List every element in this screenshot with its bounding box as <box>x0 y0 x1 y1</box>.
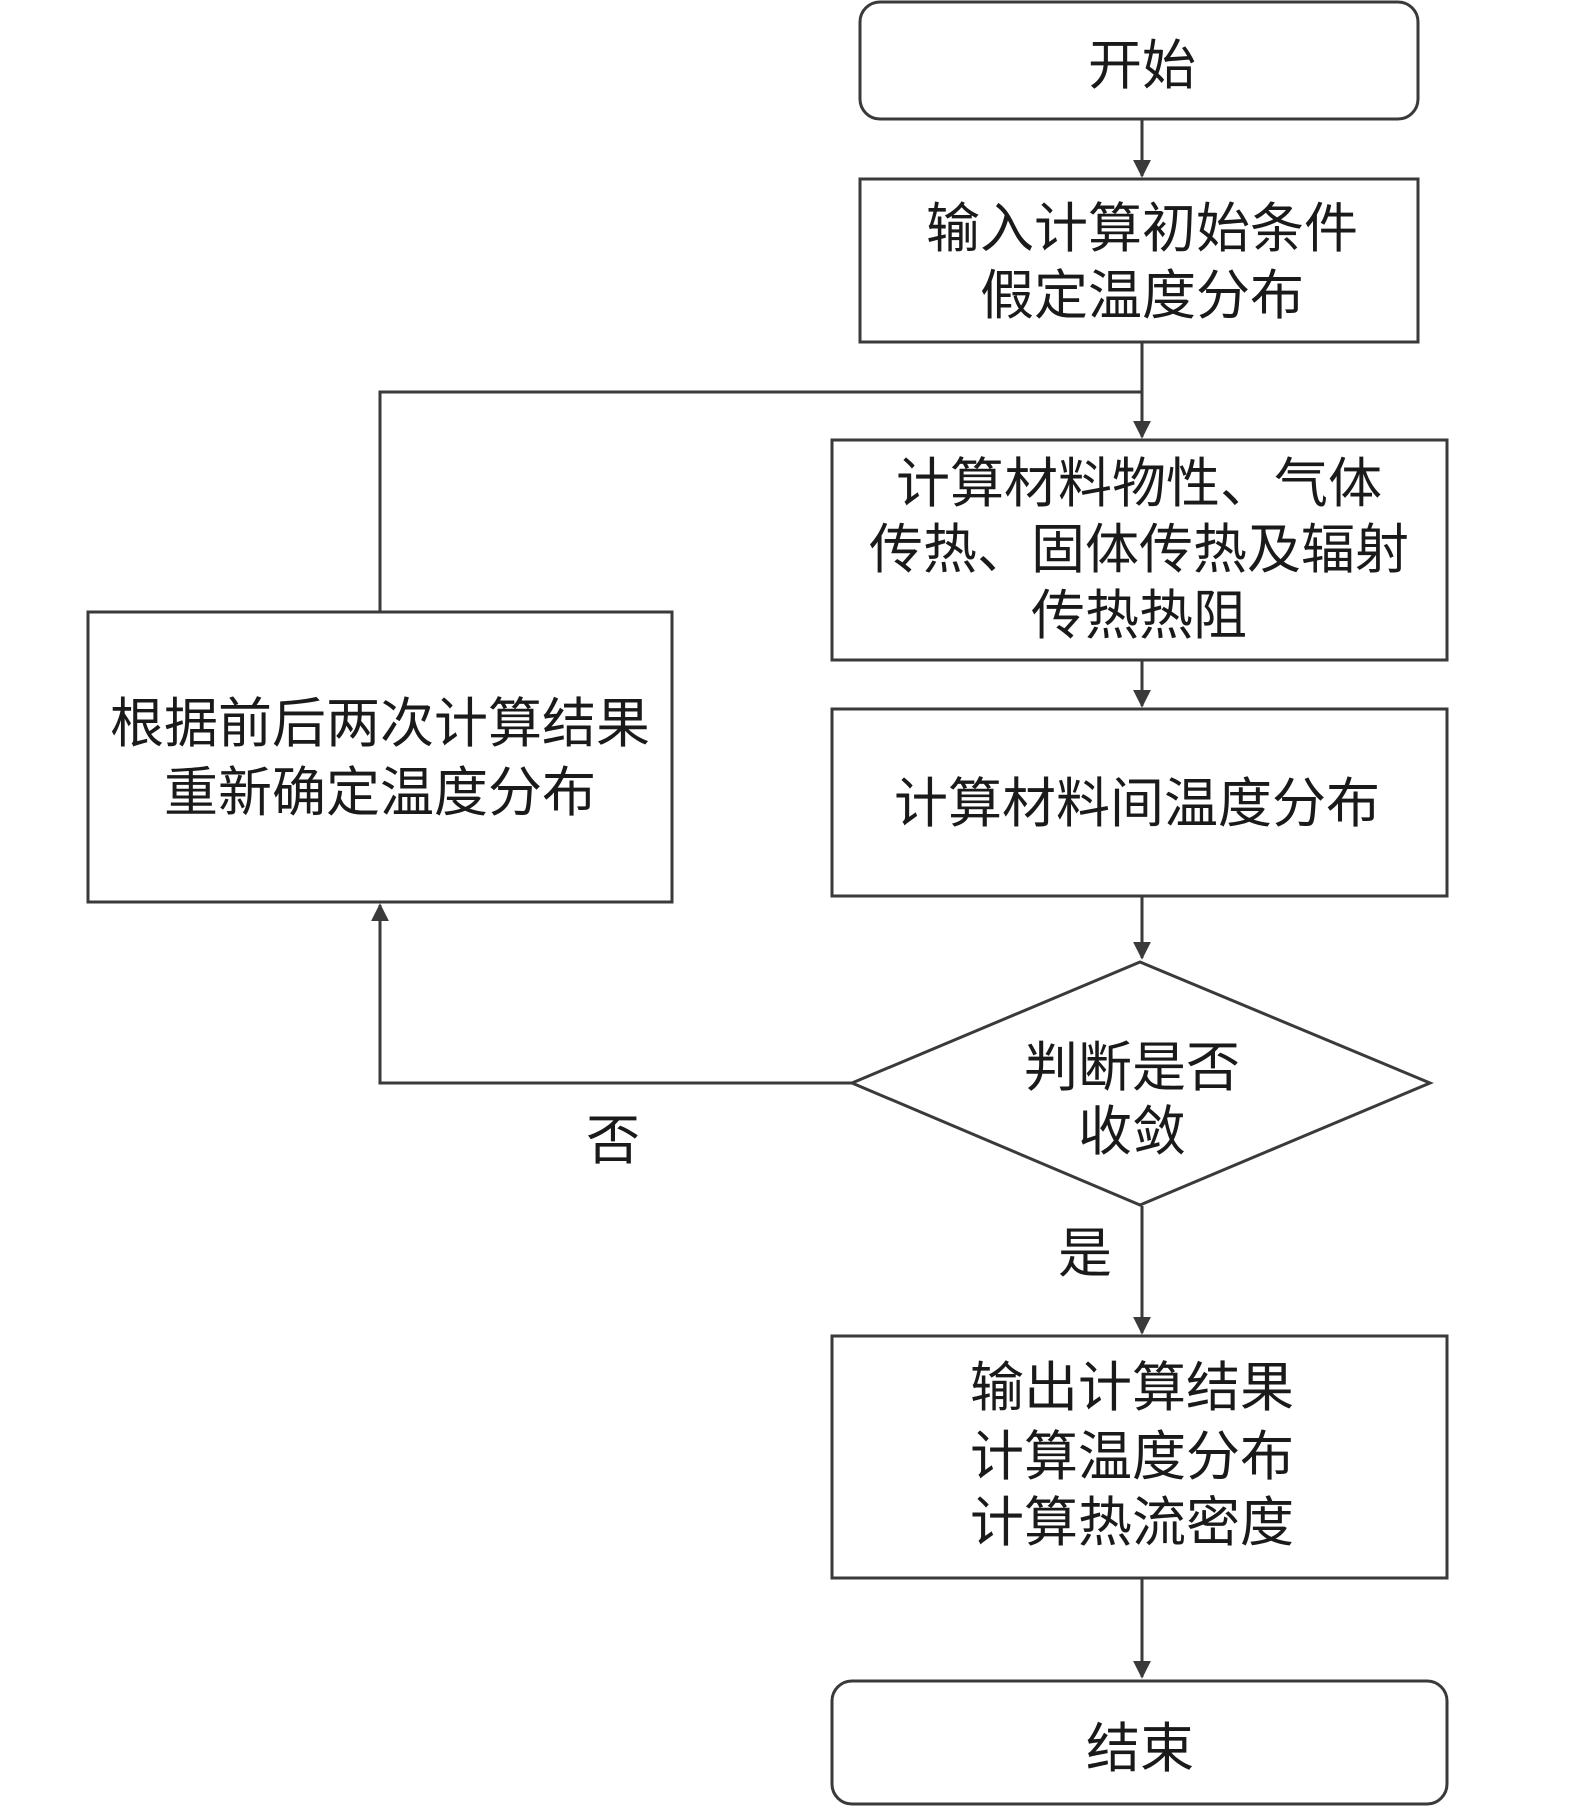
start-label: 开始 <box>1088 34 1196 97</box>
edge-decision-no-to-redetermine <box>371 903 852 1085</box>
compute-properties-line-3: 传热热阻 <box>1031 584 1247 647</box>
output-label-line-2: 计算温度分布 <box>970 1425 1294 1488</box>
input-label-line-2: 假定温度分布 <box>980 264 1304 327</box>
decision-label-line-2: 收敛 <box>1078 1100 1186 1163</box>
start-node <box>858 0 1420 121</box>
output-results-node <box>830 1334 1449 1580</box>
redetermine-temperature-node <box>86 610 674 904</box>
edge-loop-back-to-properties <box>378 390 1142 612</box>
compute-properties-line-2: 传热、固体传热及辐射 <box>869 518 1409 581</box>
redetermine-label-line-2: 重新确定温度分布 <box>164 761 596 824</box>
yes-branch-label: 是 <box>1058 1222 1112 1285</box>
end-label: 结束 <box>1086 1717 1194 1780</box>
compute-properties-line-1: 计算材料物性、气体 <box>896 452 1382 515</box>
output-label-line-1: 输出计算结果 <box>970 1356 1294 1419</box>
compute-temperature-label: 计算材料间温度分布 <box>894 772 1380 835</box>
input-node <box>858 177 1420 344</box>
output-label-line-3: 计算热流密度 <box>970 1491 1294 1554</box>
decision-label-line-1: 判断是否 <box>1024 1036 1240 1099</box>
input-label-line-1: 输入计算初始条件 <box>926 197 1358 260</box>
redetermine-label-line-1: 根据前后两次计算结果 <box>110 692 650 755</box>
compute-temperature-node <box>830 707 1449 898</box>
end-node <box>830 1679 1449 1806</box>
convergence-decision-node <box>848 960 1434 1207</box>
compute-properties-node <box>830 438 1449 662</box>
no-branch-label: 否 <box>586 1109 640 1172</box>
